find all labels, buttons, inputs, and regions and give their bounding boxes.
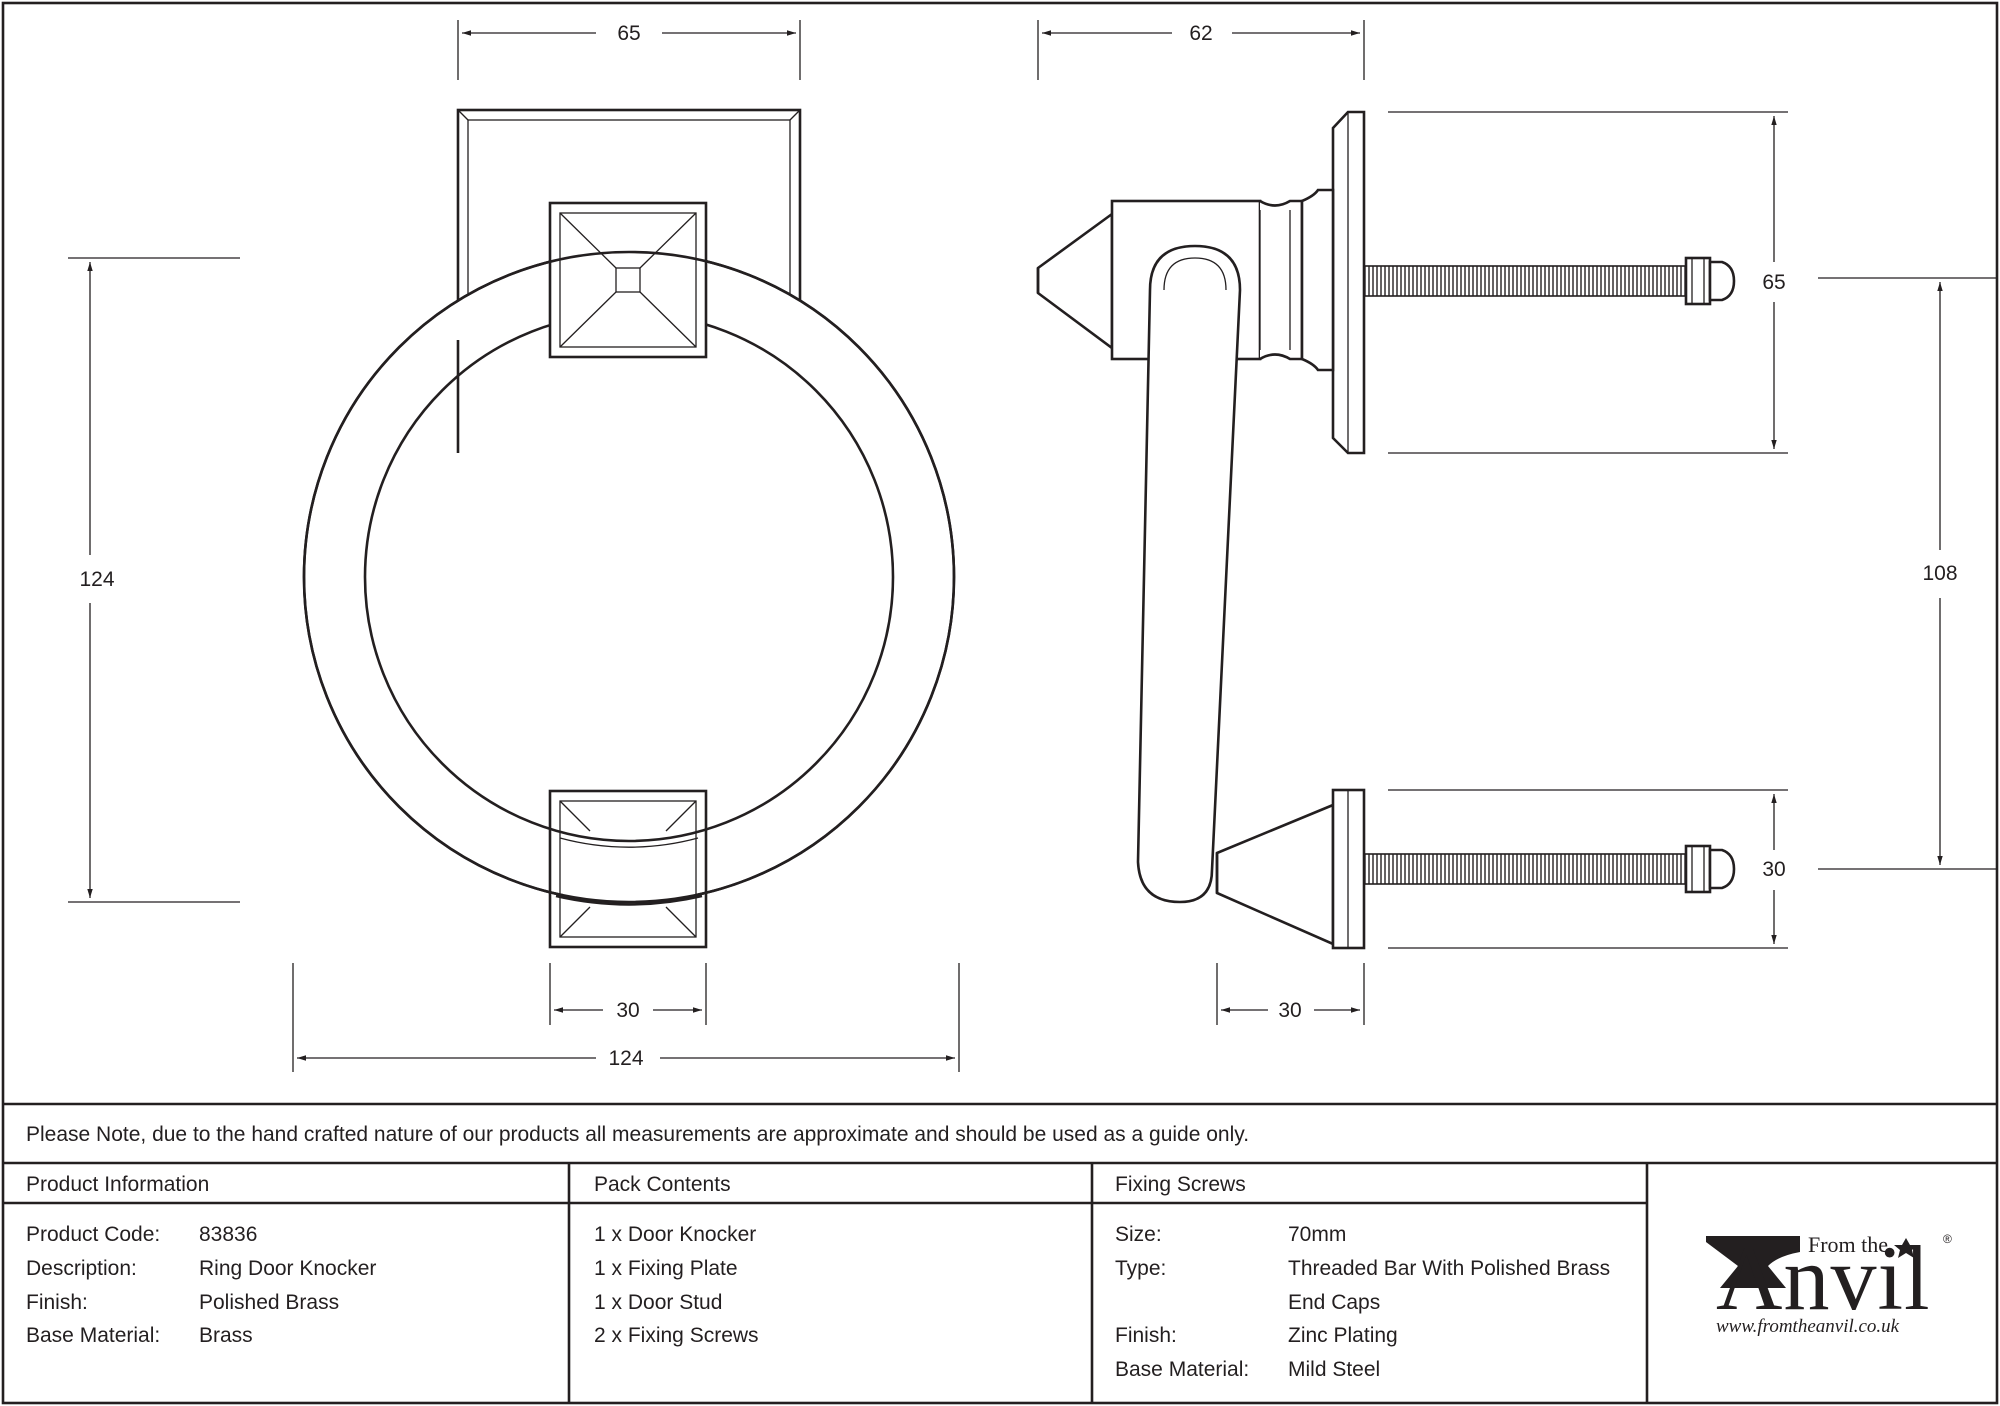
dim-stud-height-label: 30 bbox=[1762, 858, 1785, 881]
dim-stud-depth-label: 30 bbox=[1278, 999, 1301, 1022]
screw-type-label: Type: bbox=[1115, 1257, 1167, 1280]
dim-screw-spacing-total: 108 bbox=[1818, 277, 1996, 870]
dim-backplate-width: 65 bbox=[457, 20, 801, 80]
pack-item: 2 x Fixing Screws bbox=[594, 1324, 759, 1347]
measurement-note: Please Note, due to the hand crafted nat… bbox=[26, 1123, 1250, 1146]
dim-projection-label: 62 bbox=[1189, 22, 1212, 45]
logo-url: www.fromtheanvil.co.uk bbox=[1716, 1316, 1900, 1337]
description-label: Description: bbox=[26, 1257, 137, 1280]
screw-size-label: Size: bbox=[1115, 1223, 1162, 1246]
finish-label: Finish: bbox=[26, 1291, 88, 1314]
product-info-header: Product Information bbox=[26, 1173, 210, 1196]
screw-material-value: Mild Steel bbox=[1288, 1358, 1381, 1381]
dim-overall-height: 124 bbox=[68, 257, 240, 903]
product-code-value: 83836 bbox=[199, 1223, 258, 1246]
logo-from-the: From the bbox=[1808, 1232, 1889, 1257]
logo-registered-mark: ® bbox=[1943, 1232, 1952, 1246]
base-material-value: Brass bbox=[199, 1324, 253, 1347]
dim-screw-spacing-total-label: 108 bbox=[1922, 562, 1957, 585]
side-backplate bbox=[1331, 110, 1366, 455]
screw-type-value-cont: End Caps bbox=[1288, 1291, 1381, 1314]
screw-finish-label: Finish: bbox=[1115, 1324, 1177, 1347]
side-striker-stud bbox=[1215, 788, 1366, 950]
dim-overall-height-label: 124 bbox=[79, 568, 114, 591]
logo-name: Anvil bbox=[1716, 1227, 1931, 1329]
dim-stud-width-label: 30 bbox=[616, 999, 639, 1022]
star-icon bbox=[1894, 1238, 1918, 1258]
product-code-label: Product Code: bbox=[26, 1223, 161, 1246]
dim-stud-width: 30 bbox=[549, 963, 707, 1025]
base-material-label: Base Material: bbox=[26, 1324, 161, 1347]
screw-finish-value: Zinc Plating bbox=[1288, 1324, 1398, 1347]
top-pyramid-boss bbox=[548, 201, 708, 359]
side-view: 62 65 108 30 30 bbox=[1036, 20, 1996, 1025]
description-value: Ring Door Knocker bbox=[199, 1257, 377, 1280]
dim-overall-width-label: 124 bbox=[608, 1047, 643, 1070]
screw-material-label: Base Material: bbox=[1115, 1358, 1250, 1381]
anvil-icon bbox=[1706, 1236, 1800, 1288]
dim-overall-width: 124 bbox=[292, 963, 960, 1072]
dim-stud-height: 30 bbox=[1388, 789, 1788, 949]
pack-contents-header: Pack Contents bbox=[594, 1173, 731, 1196]
dim-screw-spacing-top-label: 65 bbox=[1762, 271, 1785, 294]
bottom-striker-boss bbox=[548, 789, 708, 949]
screw-size-value: 70mm bbox=[1288, 1223, 1347, 1246]
dim-screw-spacing-top: 65 bbox=[1388, 111, 1788, 454]
screw-type-value: Threaded Bar With Polished Brass bbox=[1288, 1257, 1611, 1280]
top-fixing-screw bbox=[1363, 256, 1736, 306]
dim-projection: 62 bbox=[1037, 20, 1365, 80]
front-view: 65 124 30 124 bbox=[68, 20, 960, 1072]
dim-stud-depth: 30 bbox=[1216, 963, 1365, 1025]
fixing-screws-header: Fixing Screws bbox=[1115, 1173, 1246, 1196]
pack-item: 1 x Door Knocker bbox=[594, 1223, 757, 1246]
pack-item: 1 x Door Stud bbox=[594, 1291, 723, 1314]
dim-backplate-width-label: 65 bbox=[617, 22, 640, 45]
finish-value: Polished Brass bbox=[199, 1291, 340, 1314]
pack-item: 1 x Fixing Plate bbox=[594, 1257, 738, 1280]
bottom-fixing-screw bbox=[1363, 844, 1736, 894]
ring-arm bbox=[1136, 244, 1242, 904]
